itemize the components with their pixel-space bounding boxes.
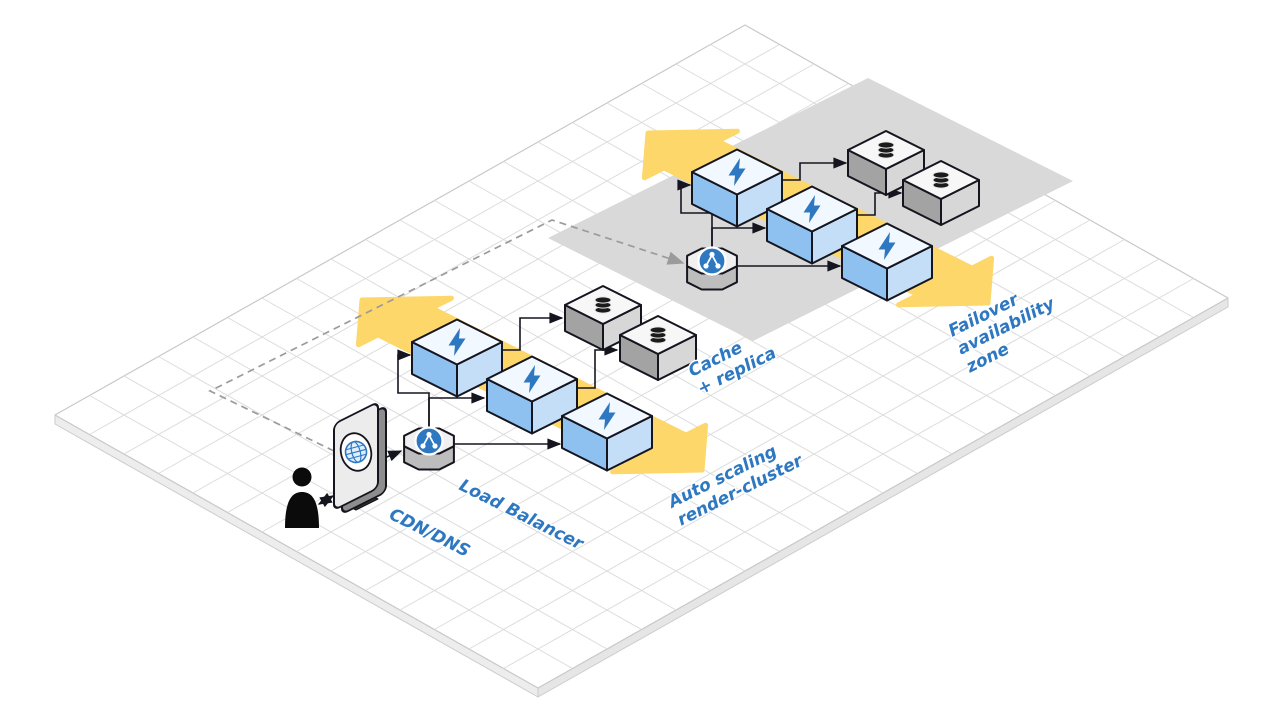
share-network-icon [414,426,444,456]
link-lb2-to-failover1 [677,179,713,254]
share-network-icon [715,263,721,269]
grid-line [227,317,711,591]
share-network-icon [697,246,727,276]
cache-server-1[interactable] [564,285,642,351]
failover-cache-2[interactable] [902,160,980,226]
link-failover1-to-cache1 [782,157,848,181]
grid-line [365,239,849,513]
lightning-icon [878,232,896,260]
load-balancer-1[interactable] [403,426,455,471]
failover-server-2[interactable] [766,185,858,265]
lightning-icon [598,402,616,430]
user-icon [285,492,319,528]
user[interactable] [285,467,319,529]
database-icon [649,326,667,334]
share-network-icon [709,251,715,258]
cache-server-2[interactable] [619,315,697,381]
database-icon [877,141,895,149]
link-lb2-to-failover2 [711,222,767,254]
load-balancer-2[interactable] [686,246,738,291]
nodes [285,130,980,529]
database-icon [594,296,612,304]
share-network-icon [420,443,426,449]
link-server2-to-cache2 [577,344,619,389]
link-user-to-cdn [317,492,335,508]
lightning-icon [803,195,821,223]
failover-server-1[interactable] [691,148,783,228]
grid-line [192,336,677,611]
lightning-icon [523,365,541,393]
user-icon [292,467,312,487]
share-network-icon [432,443,438,449]
failover-cache-1[interactable] [847,130,925,196]
share-network-icon [426,431,432,438]
database-icon [932,171,950,179]
grid-line [261,297,746,572]
lightning-icon [448,328,466,356]
dashed-failover-route [208,219,685,452]
cdn-dns-panel[interactable] [333,402,387,514]
link-server1-to-cache1 [502,312,564,351]
render-server-3[interactable] [561,392,653,472]
share-network-icon [703,263,709,269]
link-lb-to-server2 [428,392,486,434]
globe-icon [339,432,373,472]
grid-line [158,356,642,630]
failover-server-3[interactable] [841,222,933,302]
render-server-1[interactable] [411,318,503,398]
lightning-icon [728,158,746,186]
grid-line [89,395,573,669]
grid-line [123,375,608,650]
